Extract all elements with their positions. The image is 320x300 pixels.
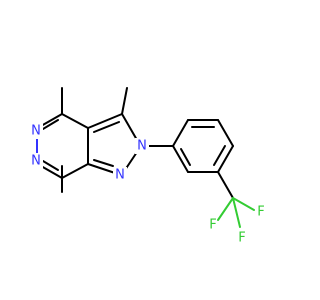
- molecule-structure-drawing: N N N N F F F: [31, 87, 265, 246]
- bond-cf3-f2: [232, 197, 255, 211]
- atom-label-n6: N: [31, 154, 41, 169]
- bond-ph3-ph4: [217, 119, 234, 147]
- atom-label-f2: F: [257, 205, 264, 220]
- bond-c3a-c3: [87, 113, 123, 129]
- bond-n6-c7-inner: [42, 160, 59, 171]
- atom-label-n1: N: [115, 168, 125, 183]
- bond-ph1-ph2: [172, 119, 189, 147]
- bond-c3-methyl: [121, 87, 128, 115]
- bond-ph6-ph1: [172, 145, 189, 173]
- bond-c4-c3a: [61, 113, 89, 129]
- bond-n6-c7: [40, 165, 63, 179]
- bond-cf3-f3: [232, 197, 241, 228]
- bond-c4-n5-inner: [42, 119, 59, 130]
- bond-ph5-cf3: [217, 171, 234, 199]
- bond-ph6-ph1-inner: [180, 148, 191, 166]
- bond-c4-n5: [40, 113, 63, 127]
- bond-n1-c7a: [87, 163, 116, 174]
- atom-label-f1: F: [209, 218, 216, 233]
- bond-cf3-f1: [217, 197, 234, 221]
- bond-ph4-ph5: [217, 145, 234, 173]
- atom-label-f3: F: [238, 231, 245, 246]
- atom-label-n5: N: [31, 124, 41, 139]
- atom-label-n2: N: [137, 139, 147, 154]
- bond-c3-n2: [121, 113, 138, 141]
- bond-c3a-c3-inner: [93, 121, 120, 133]
- bond-n1-c7a-inner: [93, 159, 114, 167]
- bond-c7-c7a: [61, 163, 89, 179]
- bond-ph4-ph5-inner: [213, 145, 226, 166]
